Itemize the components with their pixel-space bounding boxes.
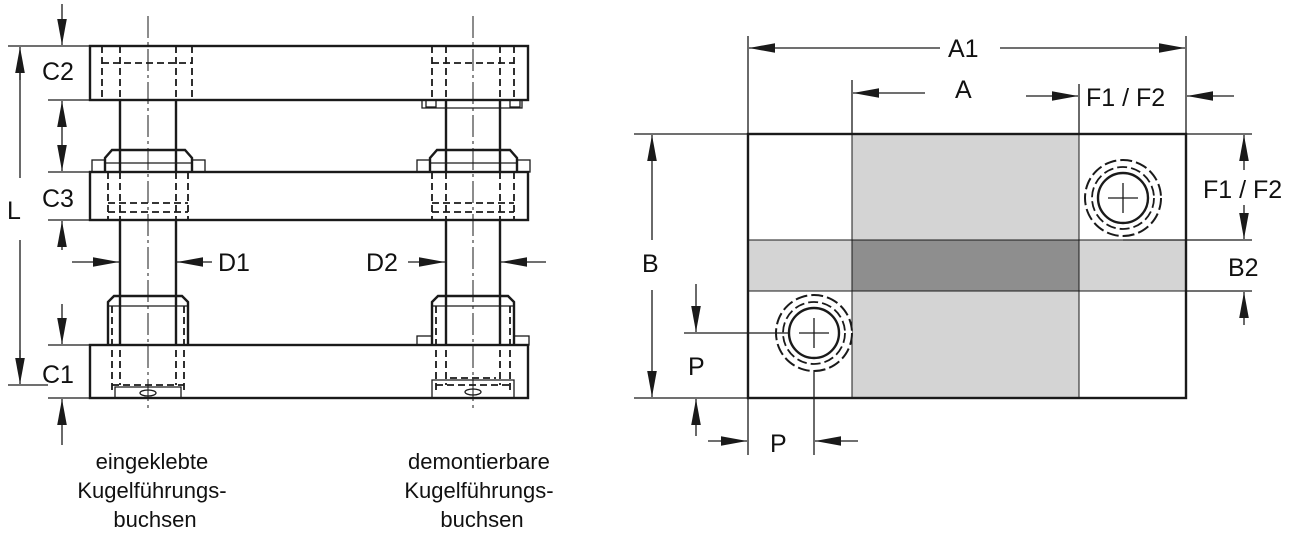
- dimension-f1-f2-vertical: [1123, 133, 1252, 241]
- plate-outline: [746, 132, 1188, 400]
- dimension-p-vertical: [684, 284, 790, 436]
- label-p-vertical: P: [688, 353, 705, 381]
- die-set-side-view: C2 C3 C1 L D1 D2 eingeklebte Kugelführun…: [7, 4, 559, 532]
- label-f1-f2-top: F1 / F2: [1086, 84, 1165, 112]
- guide-pillar-left: [118, 100, 178, 345]
- pillar-bore-top-right: [1084, 159, 1162, 237]
- dimension-a: [851, 80, 1080, 134]
- label-l: L: [7, 197, 21, 225]
- hidden-lines-lower-bushings: [111, 306, 511, 392]
- dimension-c2: [48, 4, 90, 142]
- guide-pillar-right: [444, 100, 502, 345]
- working-area-overlap: [851, 239, 1080, 292]
- label-p-horizontal: P: [770, 430, 787, 458]
- bottom-plate-c1: [88, 343, 530, 400]
- dimension-a1: [747, 36, 1187, 134]
- label-c3: C3: [42, 185, 74, 213]
- caption-glued-bushings: eingeklebte Kugelführungs- buchsen: [77, 449, 232, 532]
- dimension-b: [634, 133, 748, 399]
- hidden-lines-top-plate: [101, 46, 515, 100]
- dimension-b2: [1186, 290, 1252, 325]
- dimension-p-horizontal: [708, 370, 858, 455]
- label-d1: D1: [218, 249, 250, 277]
- label-a: A: [955, 76, 972, 104]
- label-d2: D2: [366, 249, 398, 277]
- top-plate-c2: [88, 44, 530, 102]
- dimension-c3: [48, 142, 90, 250]
- label-b2: B2: [1228, 254, 1259, 282]
- top-plate-flange: [421, 100, 523, 109]
- label-b: B: [642, 250, 659, 278]
- label-c2: C2: [42, 58, 74, 86]
- dimension-l: [8, 45, 48, 386]
- label-a1: A1: [948, 35, 979, 63]
- dimension-c1: [48, 304, 90, 445]
- caption-removable-bushings: demontierbare Kugelführungs- buchsen: [404, 449, 559, 532]
- label-f1-f2-right: F1 / F2: [1203, 176, 1282, 204]
- die-set-top-view: A1 A F1 / F2 F1 / F2 B B2 P P: [634, 35, 1282, 458]
- label-c1: C1: [42, 361, 74, 389]
